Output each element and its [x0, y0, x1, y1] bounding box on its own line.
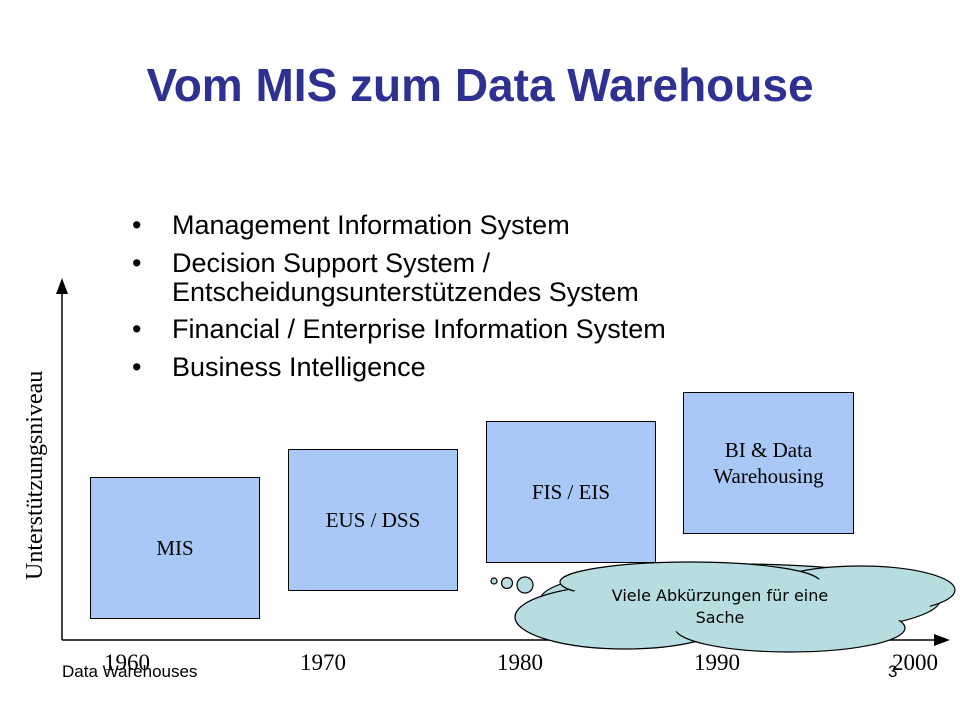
y-axis-label: Unterstützungsniveau: [22, 370, 48, 580]
bullet-icon: •: [132, 210, 142, 240]
thought-bubble-small: [490, 577, 498, 585]
year-label-1960: 1960: [104, 650, 150, 675]
bullet-item: • Business Intelligence: [132, 352, 666, 382]
year-label-1980: 1980: [497, 650, 543, 675]
x-axis-arrow-icon: [934, 634, 950, 646]
page-title: Vom MIS zum Data Warehouse: [146, 59, 814, 111]
cloud-text-line: Viele Abkürzungen für eine: [611, 586, 829, 605]
era-box-label: EUS / DSS: [325, 508, 421, 532]
bullet-item: • Decision Support System / Entscheidung…: [132, 248, 666, 306]
cloud-text-line: Sache: [695, 608, 745, 627]
era-box-mis: MIS: [90, 477, 260, 619]
era-box-label: FIS / EIS: [531, 480, 611, 504]
bullet-item: • Management Information System: [132, 210, 666, 240]
bullet-icon: •: [132, 352, 142, 382]
era-box-label: MIS: [156, 536, 194, 560]
era-box-label: BI & Data: [724, 438, 813, 462]
era-box-bi-dwh: BI & Data Warehousing: [683, 392, 854, 534]
cloud-fill: [550, 577, 930, 633]
thought-cloud: [490, 561, 956, 653]
era-box-label-continued: Warehousing: [713, 464, 824, 488]
bullet-icon: •: [132, 314, 142, 344]
bullet-text: Management Information System: [172, 210, 570, 240]
year-label-1990: 1990: [694, 650, 740, 675]
y-axis-arrow-icon: [56, 278, 68, 294]
bullet-text: Decision Support System /: [172, 248, 491, 278]
footer-title: Data Warehouses: [62, 662, 198, 681]
year-label-1970: 1970: [300, 650, 346, 675]
bullet-text: Financial / Enterprise Information Syste…: [172, 314, 666, 344]
bullet-item: • Financial / Enterprise Information Sys…: [132, 314, 666, 344]
era-box-fis-eis: FIS / EIS: [486, 421, 656, 563]
bullet-icon: •: [132, 248, 142, 278]
year-label-2000: 2000: [892, 650, 938, 675]
era-box-eus-dss: EUS / DSS: [288, 449, 458, 591]
bullet-text-continued: Entscheidungsunterstützendes System: [172, 277, 639, 307]
thought-bubble-large: [516, 576, 534, 594]
cloud-text: Viele Abkürzungen für eine Sache: [580, 585, 860, 629]
page-number: 3: [888, 662, 898, 681]
thought-bubble-medium: [500, 576, 514, 590]
bullet-text: Business Intelligence: [172, 352, 426, 382]
bullet-list: • Management Information System • Decisi…: [132, 210, 666, 390]
